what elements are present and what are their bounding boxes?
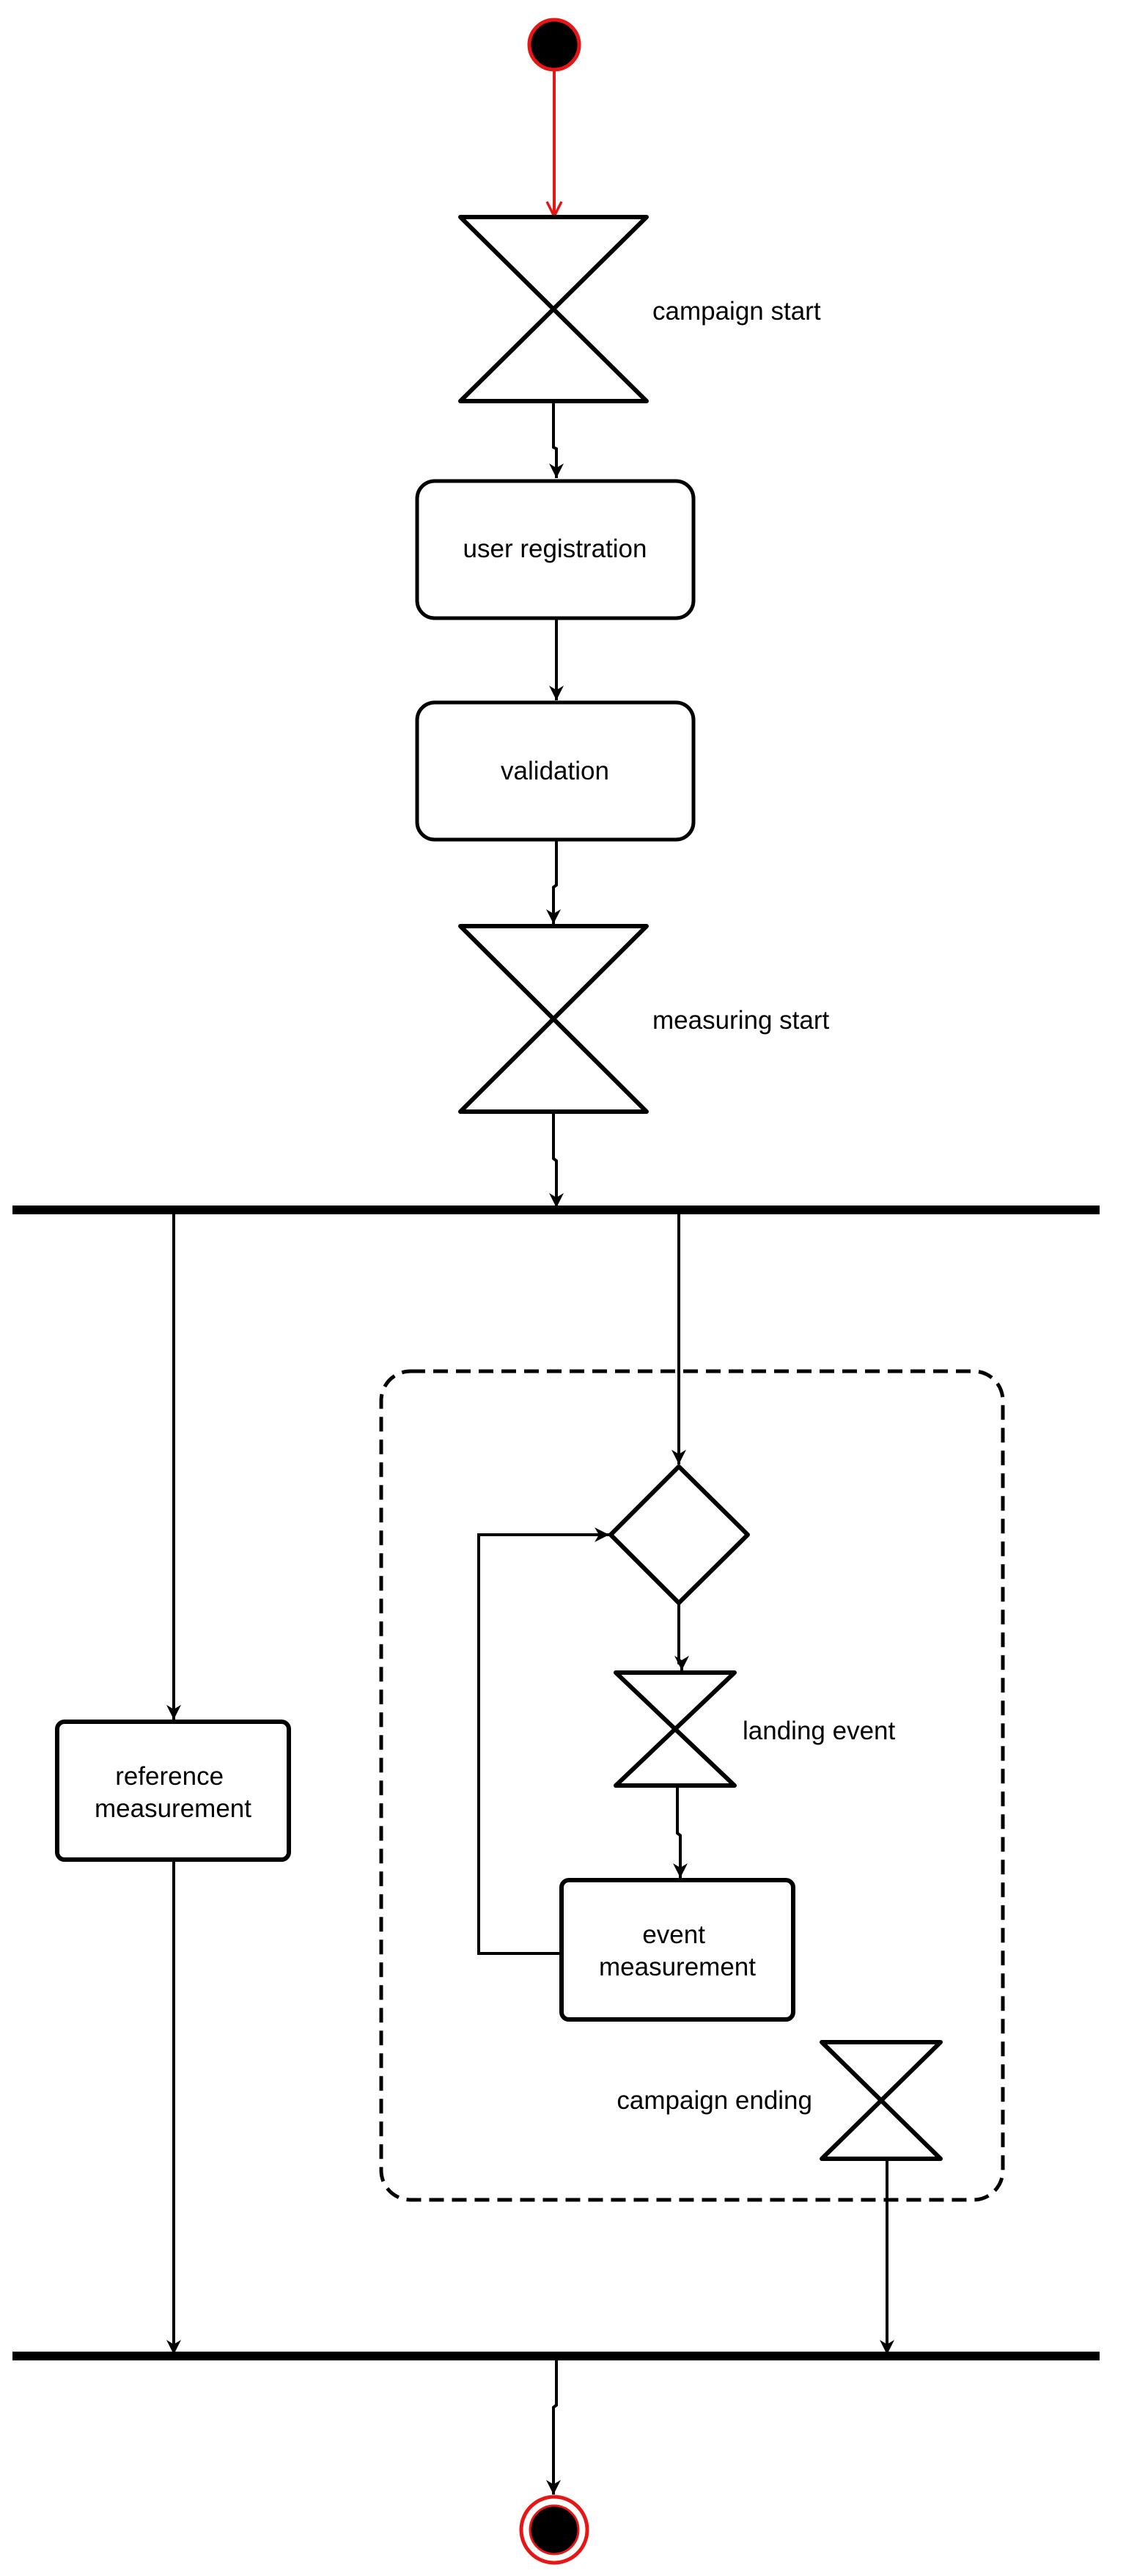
landing-event-label: landing event	[743, 1717, 895, 1745]
landing-event-hourglass-icon[interactable]	[614, 1670, 737, 1788]
event-measurement-label-line-2: measurement	[599, 1953, 756, 1981]
edge-measuring-start-to-fork	[549, 1113, 564, 1208]
edge-join-to-final	[546, 2360, 561, 2495]
reference-measurement-label: reference measurement	[95, 1762, 251, 1823]
edge-decision-to-landing-event	[674, 1604, 689, 1670]
initial-node[interactable]	[527, 18, 581, 72]
event-measurement-action[interactable]	[559, 1878, 795, 2022]
activity-final-node[interactable]	[519, 2495, 589, 2565]
user-registration-label: user registration	[463, 535, 647, 563]
campaign-ending-hourglass-icon[interactable]	[820, 2040, 943, 2161]
event-measurement-label: event measurement	[599, 1920, 756, 1981]
edge-event-measurement-loop-to-decision	[477, 1527, 609, 1955]
campaign-ending-label: campaign ending	[617, 2086, 812, 2115]
edge-campaign-start-to-user-registration	[549, 403, 564, 478]
interruptible-region	[379, 1369, 1005, 2202]
reference-measurement-label-line-2: measurement	[95, 1794, 251, 1823]
validation-label: validation	[501, 757, 609, 785]
reference-measurement-label-line-1: reference	[115, 1762, 224, 1791]
measuring-start-hourglass-icon[interactable]	[458, 924, 649, 1114]
edge-validation-to-measuring-start	[546, 841, 561, 924]
validation-action[interactable]	[415, 700, 696, 842]
measuring-start-label: measuring start	[652, 1006, 829, 1035]
decision-node[interactable]	[608, 1464, 750, 1605]
campaign-start-hourglass-icon[interactable]	[458, 215, 649, 403]
edge-landing-event-to-event-measurement	[673, 1787, 688, 1878]
user-registration-action[interactable]	[415, 479, 696, 620]
reference-measurement-action[interactable]	[55, 1720, 291, 1862]
final-node-inner-disc	[529, 2504, 580, 2555]
event-measurement-label-line-1: event	[642, 1920, 705, 1949]
campaign-start-label: campaign start	[652, 297, 821, 326]
